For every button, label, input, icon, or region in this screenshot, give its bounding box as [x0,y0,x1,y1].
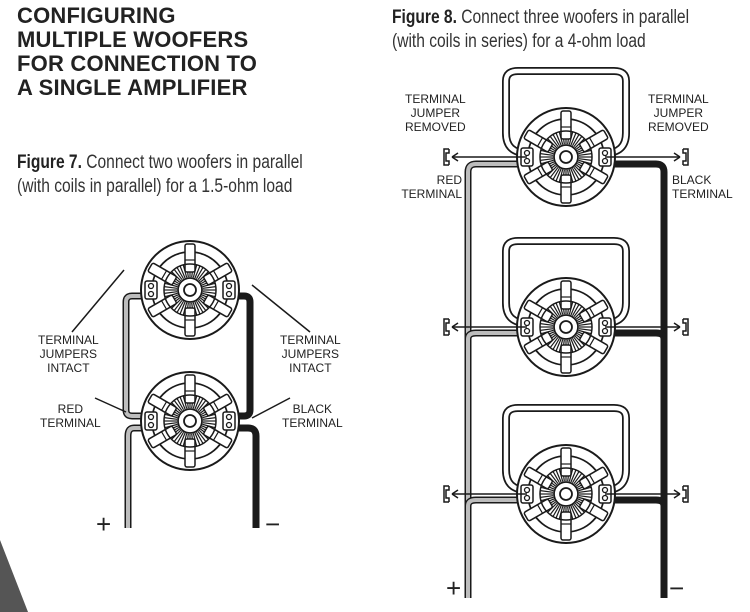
heading-line: CONFIGURING [17,3,176,28]
figure7-right-jumpers-leader [251,284,311,333]
figure7-plus-sign: + [96,509,112,539]
figure8-left-jumper-icon-1 [443,148,450,166]
section-heading: CONFIGURING MULTIPLE WOOFERS FOR CONNECT… [17,4,257,100]
figure8-caption: Figure 8. Connect three woofers in paral… [392,6,689,54]
figure8-right-arrowhead-1 [673,152,681,162]
figure8-right-jumper-icon-1 [682,148,689,166]
figure7-diagram [71,240,311,528]
figure7-woofer-2 [140,371,240,471]
heading-line: A SINGLE AMPLIFIER [17,75,248,100]
figure8-woofer-2 [516,277,616,377]
figure7-minus-sign: − [265,509,281,539]
figure8-coil-jumper-1 [503,68,629,156]
figure8-plus-sign: + [446,573,462,603]
figure8-positive-bus-wire [466,162,527,598]
figure8-diagram [443,67,689,598]
figure7-left-jumpers-leader [71,269,125,333]
figure8-woofer-3 [516,444,616,544]
figure8-negative-branch-2 [605,331,666,340]
figure8-negative-bus-wire [605,162,666,598]
figure8-positive-branch-3 [466,498,527,507]
figure7-red-terminal-leader [94,397,127,413]
figure8-positive-branch-2 [466,331,527,340]
figure8-left-arrowhead-2 [451,322,459,332]
figure7-negative-jumper-wire [229,294,252,418]
figure7-caption: Figure 7. Connect two woofers in paralle… [17,151,303,199]
heading-line: FOR CONNECTION TO [17,51,258,76]
figure8-left-arrowhead-3 [451,489,459,499]
figure8-coil-jumper-2 [503,238,629,326]
figure7-caption-line2: (with coils in parallel) for a 1.5-ohm l… [17,176,293,197]
figure8-negative-branch-3 [605,498,666,507]
decorative-corner-shape [0,540,28,612]
figure7-label: Figure 7. [17,152,82,173]
figure8-caption-line2: (with coils in series) for a 4-ohm load [392,31,646,52]
figure8-right-arrowhead-3 [673,489,681,499]
figure7-negative-lead-wire [229,426,258,528]
figure8-coil-jumper-3 [503,405,629,493]
figure8-caption-line1: Connect three woofers in parallel [456,7,690,28]
figure8-left-jumper-icon-3 [443,485,450,503]
figure8-negative-bus-wire-outline [605,160,668,598]
figure8-right-jumper-icon-2 [682,318,689,336]
figure8-left-arrowhead-1 [451,152,459,162]
figure8-right-arrowhead-2 [673,322,681,332]
figure8-woofer-1 [516,107,616,207]
figure7-caption-line1: Connect two woofers in parallel [81,152,303,173]
heading-line: MULTIPLE WOOFERS [17,27,249,52]
figure8-right-jumper-icon-3 [682,485,689,503]
figure8-label: Figure 8. [392,7,457,28]
figure7-positive-jumper-wire [124,294,151,418]
figure7-woofer-1 [140,240,240,340]
figure8-left-jumper-icon-2 [443,318,450,336]
figure8-positive-bus-wire-outline [464,160,527,598]
figure8-minus-sign: − [669,573,685,603]
figure7-positive-lead-wire [126,426,151,528]
figure7-black-terminal-leader [251,397,291,419]
